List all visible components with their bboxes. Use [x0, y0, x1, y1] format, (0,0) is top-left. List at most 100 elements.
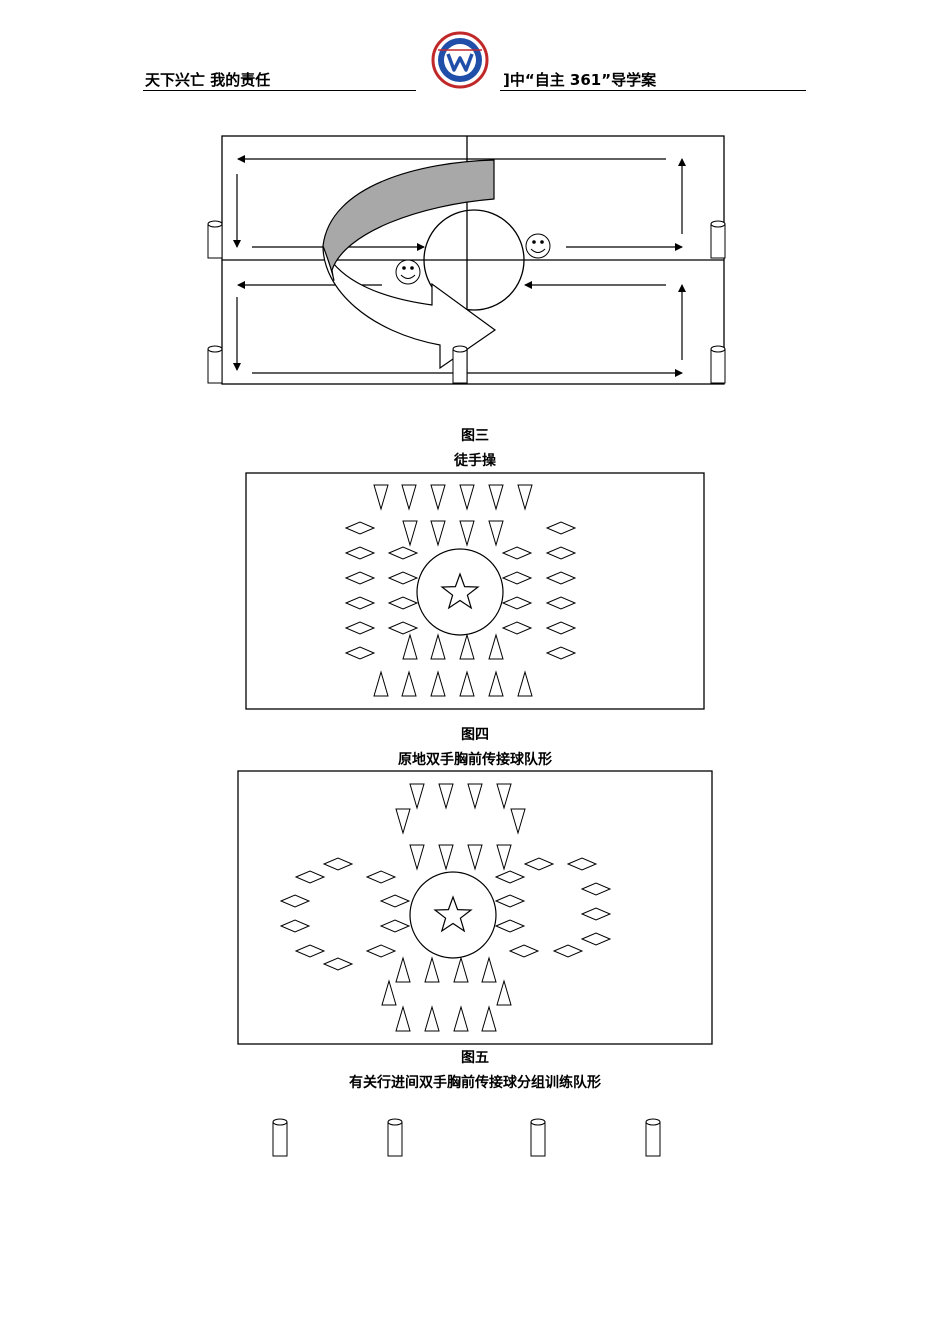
player-marker-diamond [501, 621, 533, 635]
player-marker-diamond [322, 957, 354, 971]
player-marker-diamond [545, 596, 577, 610]
player-marker-up-triangle [481, 956, 497, 983]
player-marker-up-triangle [424, 956, 440, 983]
player-marker-diamond [279, 894, 311, 908]
player-marker-down-triangle [488, 484, 504, 511]
player-marker-diamond [344, 521, 376, 535]
player-marker-up-triangle [488, 633, 504, 660]
player-marker-down-triangle [488, 520, 504, 547]
player-marker-diamond [379, 894, 411, 908]
player-marker-diamond [279, 919, 311, 933]
player-marker-diamond [501, 546, 533, 560]
player-marker-down-triangle [373, 484, 389, 511]
cone-marker-body [387, 1121, 403, 1157]
player-marker-up-triangle [459, 633, 475, 660]
cone-marker-body [272, 1121, 288, 1157]
player-marker-down-triangle [430, 520, 446, 547]
player-marker-down-triangle [438, 783, 454, 810]
player-marker-diamond [387, 621, 419, 635]
player-marker-diamond [580, 882, 612, 896]
player-marker-diamond [365, 870, 397, 884]
player-marker-diamond [387, 596, 419, 610]
cone-marker-body [645, 1121, 661, 1157]
player-marker-up-triangle [395, 956, 411, 983]
player-marker-diamond [566, 857, 598, 871]
player-marker-up-triangle [459, 670, 475, 697]
player-marker-up-triangle [517, 670, 533, 697]
player-marker-down-triangle [467, 844, 483, 871]
figure-five-diagram [237, 770, 713, 1045]
curved-relay-arrow [322, 159, 497, 370]
court-outline [245, 472, 705, 710]
player-marker-diamond [379, 919, 411, 933]
cone-marker-top [645, 1118, 661, 1126]
figure-five-caption: 有关行进间双手胸前传接球分组训练队形 [349, 1075, 601, 1091]
player-marker-diamond [344, 646, 376, 660]
player-marker-down-triangle [510, 808, 526, 835]
header-right-title: ]中“自主 361”导学案 [503, 71, 657, 89]
figure-three-diagram [207, 135, 726, 385]
player-marker-diamond [494, 894, 526, 908]
player-marker-down-triangle [459, 484, 475, 511]
player-marker-down-triangle [467, 783, 483, 810]
player-marker-diamond [545, 546, 577, 560]
player-marker-diamond [580, 932, 612, 946]
smiley-icons [395, 233, 551, 285]
header-left-rule [143, 90, 416, 91]
player-marker-diamond [494, 919, 526, 933]
star-icon [433, 895, 473, 933]
player-marker-up-triangle [496, 979, 512, 1006]
center-circle [416, 548, 504, 636]
center-circle [409, 871, 497, 959]
player-marker-down-triangle [438, 844, 454, 871]
player-marker-diamond [387, 546, 419, 560]
cone-marker-body [530, 1121, 546, 1157]
cone-marker-top [272, 1118, 288, 1126]
player-marker-diamond [322, 857, 354, 871]
player-marker-down-triangle [459, 520, 475, 547]
star-icon [440, 572, 480, 610]
player-marker-diamond [387, 571, 419, 585]
player-marker-up-triangle [373, 670, 389, 697]
player-marker-down-triangle [496, 783, 512, 810]
player-marker-diamond [545, 521, 577, 535]
player-marker-diamond [552, 944, 584, 958]
player-marker-up-triangle [395, 1005, 411, 1032]
figure-three-caption: 徒手操 [454, 453, 496, 469]
player-marker-diamond [344, 546, 376, 560]
player-marker-diamond [580, 907, 612, 921]
player-marker-down-triangle [402, 520, 418, 547]
player-marker-down-triangle [395, 808, 411, 835]
player-marker-diamond [545, 646, 577, 660]
player-marker-up-triangle [402, 633, 418, 660]
player-marker-up-triangle [430, 633, 446, 660]
player-marker-down-triangle [409, 783, 425, 810]
player-marker-down-triangle [430, 484, 446, 511]
player-marker-down-triangle [517, 484, 533, 511]
player-marker-diamond [545, 621, 577, 635]
figure-four-caption: 原地双手胸前传接球队形 [398, 752, 552, 768]
player-marker-up-triangle [453, 956, 469, 983]
player-marker-up-triangle [488, 670, 504, 697]
player-marker-down-triangle [401, 484, 417, 511]
player-marker-down-triangle [409, 844, 425, 871]
player-marker-diamond [294, 944, 326, 958]
school-logo-icon [431, 31, 489, 89]
header-left-title: 天下兴亡 我的责任 [145, 71, 271, 89]
figure-four-number: 图四 [461, 727, 489, 743]
player-marker-up-triangle [430, 670, 446, 697]
figure-three-number: 图三 [461, 428, 489, 444]
player-marker-diamond [494, 870, 526, 884]
player-marker-up-triangle [453, 1005, 469, 1032]
player-marker-diamond [344, 596, 376, 610]
player-marker-diamond [523, 857, 555, 871]
player-marker-diamond [365, 944, 397, 958]
player-marker-up-triangle [381, 979, 397, 1006]
header-right-rule [500, 90, 806, 91]
figure-four-diagram [245, 472, 705, 710]
player-marker-diamond [294, 870, 326, 884]
player-marker-diamond [501, 571, 533, 585]
cone-marker-top [530, 1118, 546, 1126]
player-marker-diamond [508, 944, 540, 958]
cone-marker-top [387, 1118, 403, 1126]
